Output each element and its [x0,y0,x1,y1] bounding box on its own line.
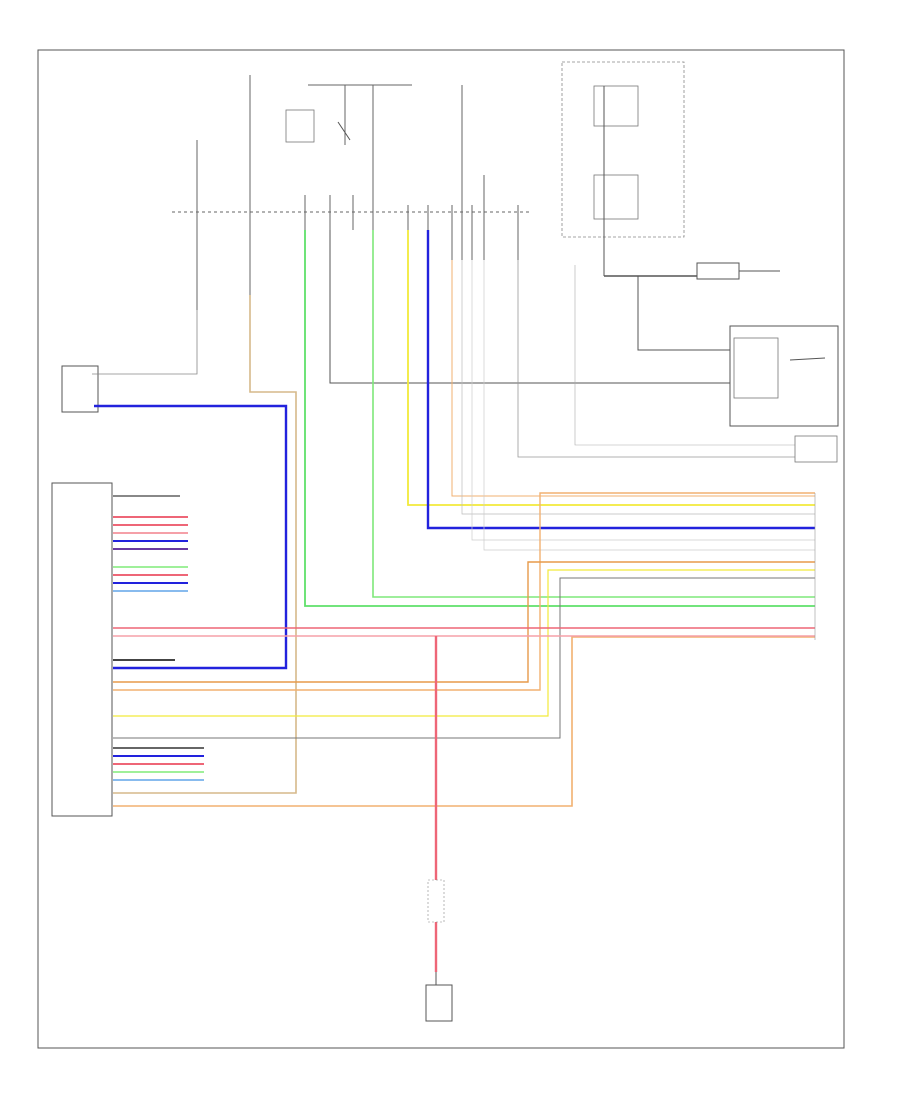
starter-switch [789,357,826,361]
stop-lamp-wire [517,260,795,458]
starter-ground-line [329,230,730,384]
ignition-relay [285,109,315,143]
diagram-frame [37,49,845,1049]
fuse-box-inner-2 [593,174,639,220]
wire-orange-b [113,561,815,683]
wire-gray-3 [483,260,815,551]
main-control-unit [51,482,113,817]
wire-yellow-b [113,569,815,717]
wire-gray-2 [471,260,815,541]
controller-stubs [113,495,204,781]
sensor-wire-gray [92,310,198,375]
ground-module [425,984,453,1022]
battery-to-starter [637,275,730,351]
wire-blue-main [426,230,815,530]
wire-gray-1 [461,260,815,515]
wire-tan [113,295,297,794]
starter-relay-inner [733,337,779,399]
wire-gray-return [113,577,815,739]
stop-lamp-wire-2 [574,265,795,446]
wire-blue-sensor [94,404,288,670]
wire-orange-a [113,492,815,691]
wire-yellow [407,230,815,506]
relay-switch-arm [337,121,351,141]
wire-light-green [372,230,815,598]
wire-orange-top [451,260,815,497]
starter-relay [729,325,839,427]
wire-green [304,230,815,607]
battery [696,262,740,280]
remote-sensor [61,365,99,413]
fuse-box-inner-1 [593,85,639,127]
fuse-box [561,61,685,238]
wire-orange-c [113,636,815,807]
bottom-connector [427,879,445,923]
stop-lamp-switch [794,435,838,463]
fuse-bus-ticks [196,75,519,310]
